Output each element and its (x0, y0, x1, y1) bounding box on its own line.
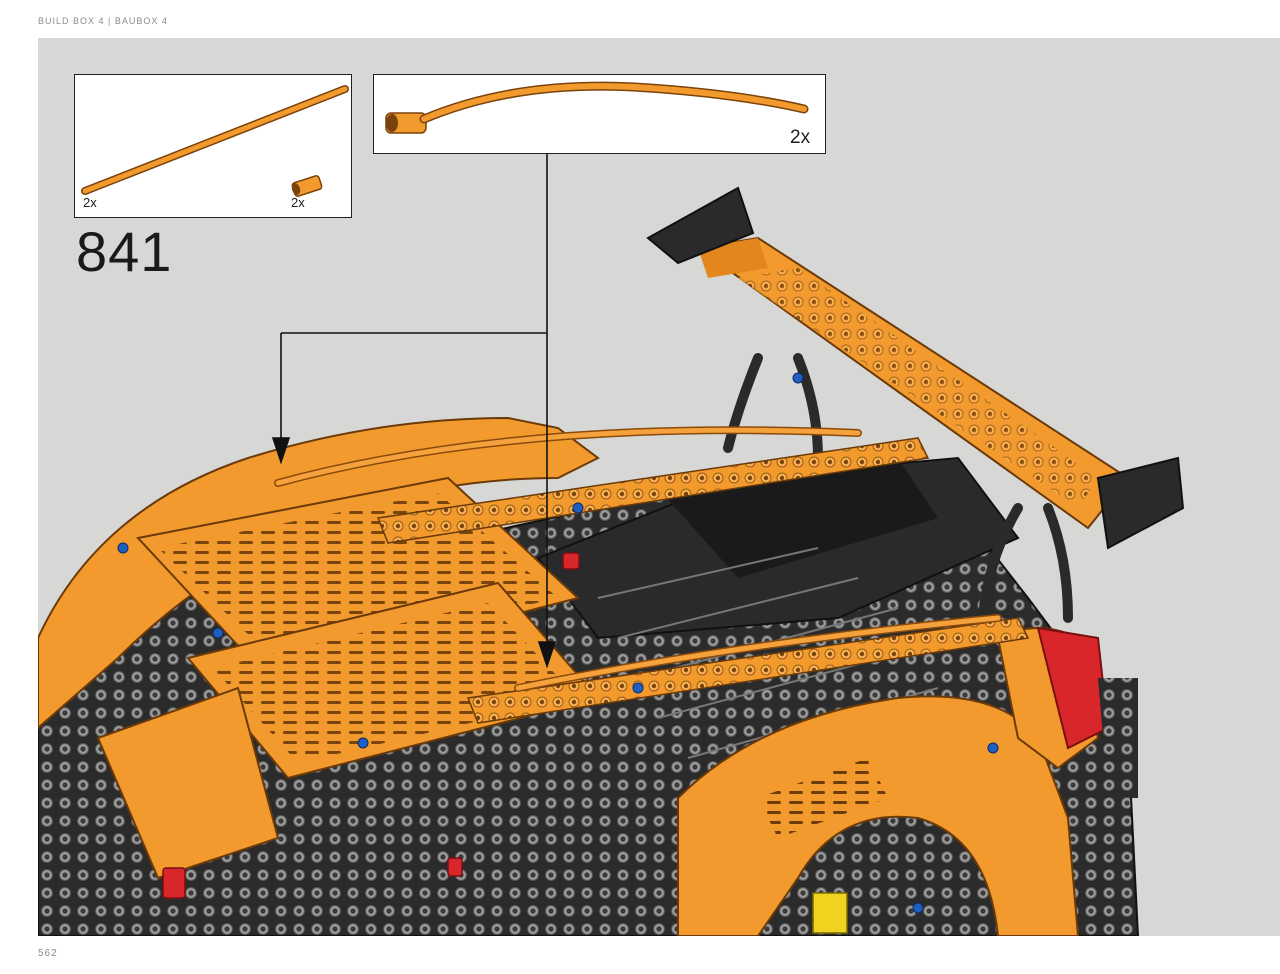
parts-callout-hose: 2x (373, 74, 826, 154)
roof-beams (376, 437, 1030, 724)
parts-callout-axle: 2x 2x (74, 74, 352, 218)
blue-pins (117, 372, 999, 914)
axle-quantity: 2x (83, 195, 97, 210)
hose-quantity: 2x (790, 127, 811, 148)
rear-wing (646, 186, 1185, 550)
orange-body (38, 416, 600, 880)
instruction-arrows (271, 154, 557, 669)
page-header: BUILD BOX 4 | BAUBOX 4 (38, 16, 168, 26)
wing-struts (723, 353, 1073, 623)
instruction-canvas: 2x 2x 2x 841 (38, 38, 1280, 936)
hose-part-illustration (385, 81, 809, 134)
tail-lights (1036, 626, 1138, 798)
model-illustration (38, 154, 1185, 936)
red-details (162, 552, 580, 899)
step-number: 841 (76, 220, 173, 283)
page-number: 562 (38, 948, 58, 959)
yellow-part (812, 892, 848, 934)
new-hoses (274, 426, 1002, 692)
connector-quantity: 2x (291, 195, 305, 210)
axle-part-illustration (81, 85, 349, 197)
